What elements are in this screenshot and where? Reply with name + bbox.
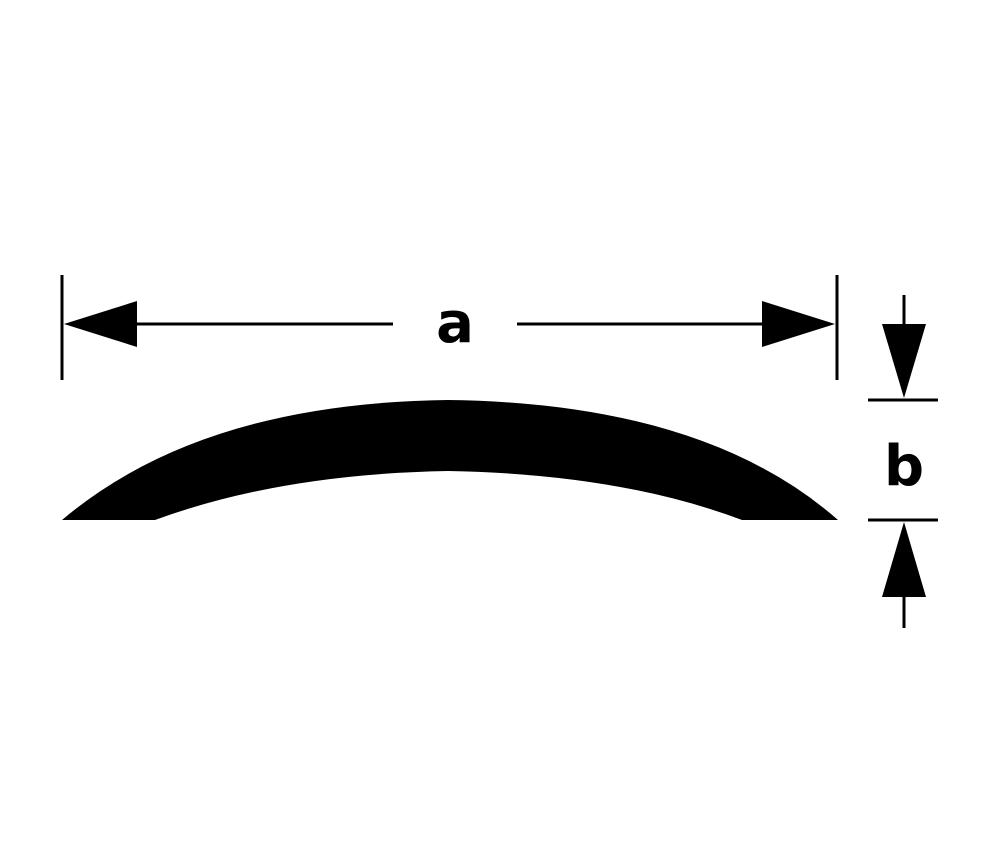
dimension-b-bottom-arrowhead	[882, 522, 926, 597]
curved-profile-shape	[62, 400, 838, 520]
dimension-b: b	[868, 295, 938, 628]
dimension-a-right-arrowhead	[762, 301, 835, 347]
dimension-a: a	[60, 275, 839, 380]
dimension-a-left-arrowhead	[64, 301, 137, 347]
dimension-b-label: b	[884, 434, 924, 499]
dimension-a-label: a	[436, 291, 474, 356]
dimension-b-top-arrowhead	[882, 324, 926, 398]
